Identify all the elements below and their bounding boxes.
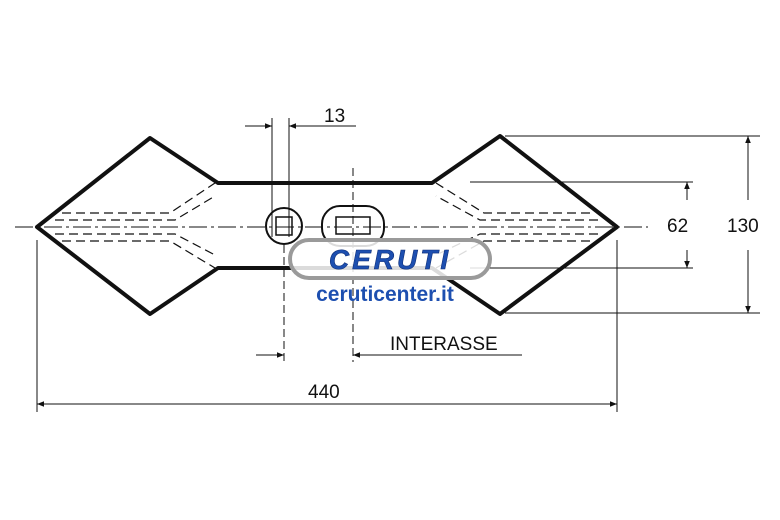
hidden-edge-lines [55, 182, 598, 269]
dimension-130 [505, 135, 760, 314]
dim-440-label: 440 [308, 382, 340, 403]
dimension-440 [36, 240, 618, 412]
dim-62-label: 62 [667, 216, 688, 237]
watermark-badge [288, 238, 492, 280]
dimension-13 [245, 118, 356, 237]
ceruti-watermark: CERUTI ceruticenter.it [288, 238, 492, 306]
interasse-label: INTERASSE [390, 334, 498, 355]
dim-13-label: 13 [324, 106, 345, 127]
watermark-url: ceruticenter.it [316, 283, 454, 306]
square-hole [265, 207, 303, 245]
dimension-62 [470, 181, 693, 269]
watermark-brand: CERUTI [329, 244, 451, 275]
dim-130-label: 130 [727, 216, 759, 237]
